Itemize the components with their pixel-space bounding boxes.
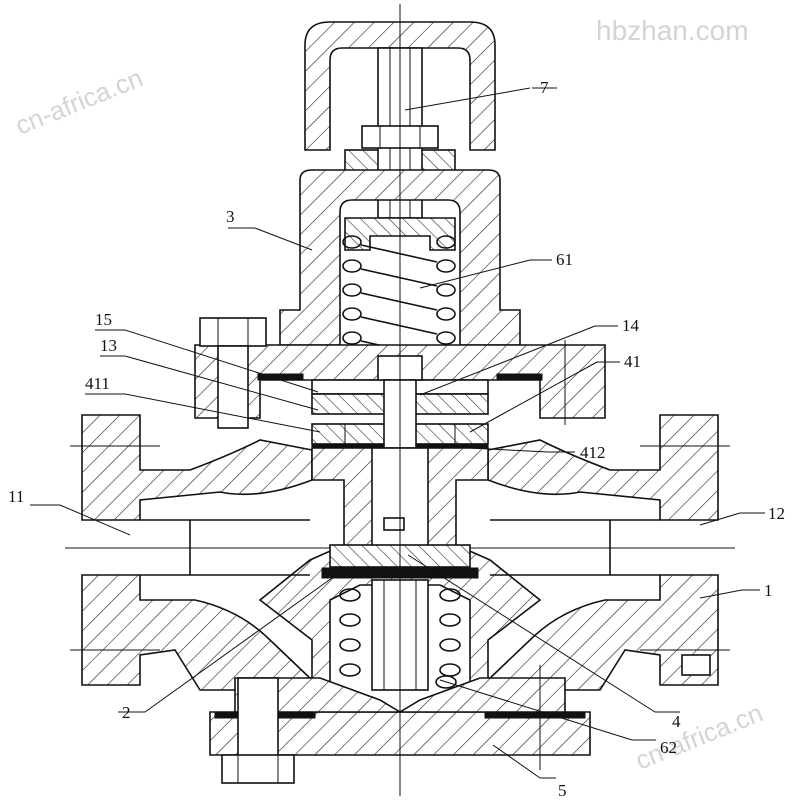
spring-housing xyxy=(279,169,521,346)
callout-62: 62 xyxy=(660,738,677,757)
callout-3: 3 xyxy=(226,207,235,226)
bonnet-flange xyxy=(194,344,606,419)
upper-spring xyxy=(342,217,456,367)
callout-labels: 7 3 61 15 14 13 41 411 412 11 12 1 2 4 6… xyxy=(8,78,785,800)
watermark-top-right: hbzhan.com xyxy=(596,15,749,46)
leader-lines xyxy=(30,87,765,779)
callout-2: 2 xyxy=(122,703,131,722)
callout-13: 13 xyxy=(100,336,117,355)
callout-12: 12 xyxy=(768,504,785,523)
flange-bolt-left xyxy=(199,317,267,429)
callout-4: 4 xyxy=(672,712,681,731)
callout-5: 5 xyxy=(558,781,567,800)
callout-41: 41 xyxy=(624,352,641,371)
bottom-bolt xyxy=(221,665,541,784)
callout-11: 11 xyxy=(8,487,24,506)
callout-7: 7 xyxy=(540,78,549,97)
callout-15: 15 xyxy=(95,310,112,329)
callout-412: 412 xyxy=(580,443,606,462)
callout-1: 1 xyxy=(764,581,773,600)
callout-14: 14 xyxy=(622,316,640,335)
callout-61: 61 xyxy=(556,250,573,269)
valve-body xyxy=(65,414,735,691)
callout-411: 411 xyxy=(85,374,110,393)
watermark-top-left: cn-africa.cn xyxy=(11,62,147,140)
